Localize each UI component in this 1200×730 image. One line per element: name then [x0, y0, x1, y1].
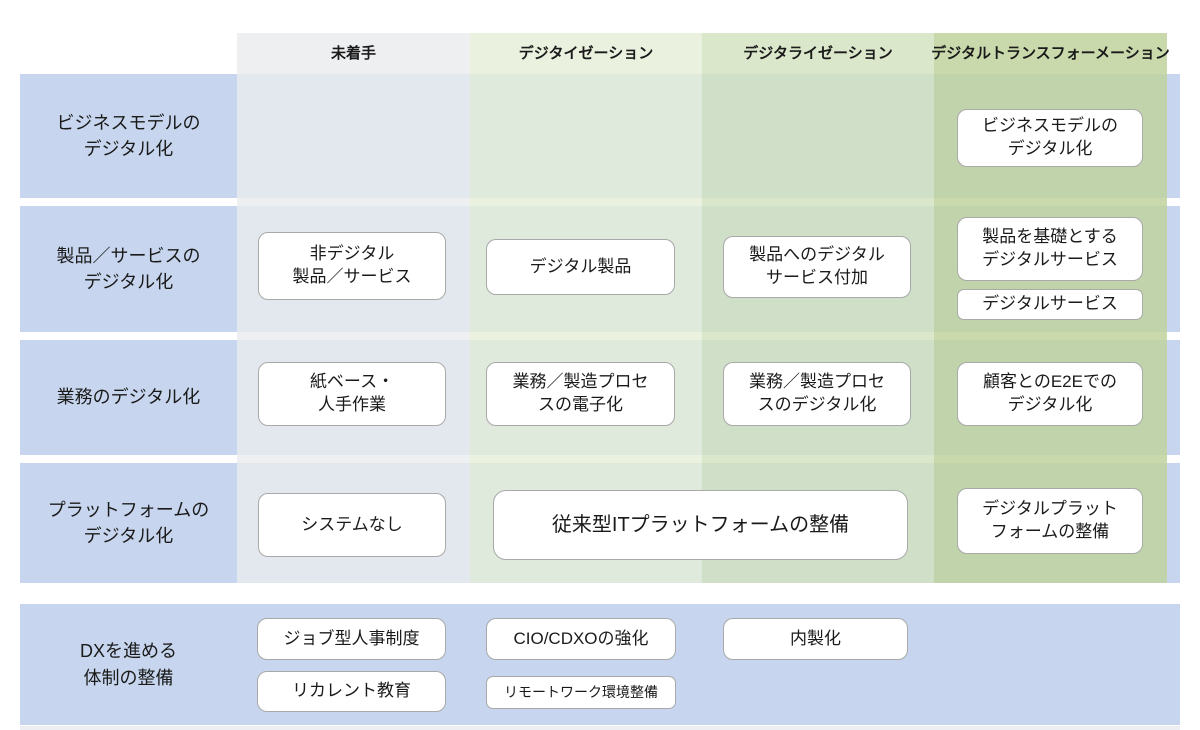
- cell-e2e-customer-digitalization: 顧客とのE2Eでの デジタル化: [957, 362, 1143, 426]
- cell-label: システムなし: [301, 514, 403, 534]
- cell-job-based-hr: ジョブ型人事制度: [257, 618, 446, 660]
- cell-label: ジョブ型人事制度: [283, 628, 420, 648]
- cell-digital-platform: デジタルプラット フォームの整備: [957, 488, 1143, 554]
- cell-label: ビジネスモデルの デジタル化: [982, 116, 1118, 158]
- cell-label: デジタルサービス: [982, 294, 1118, 314]
- row-header-product-service: 製品／サービスの デジタル化: [56, 245, 201, 292]
- cell-label: 顧客とのE2Eでの デジタル化: [983, 372, 1117, 414]
- cell-business-model-digitalization: ビジネスモデルの デジタル化: [957, 109, 1143, 167]
- cell-label: リモートワーク環境整備: [504, 684, 658, 701]
- row-header-platform: プラットフォームの デジタル化: [47, 499, 210, 546]
- cell-label: 業務／製造プロセ スの電子化: [512, 372, 649, 414]
- cell-remote-work-environment: リモートワーク環境整備: [486, 676, 676, 709]
- column-header-digitalization: デジタライゼーション: [743, 45, 893, 62]
- cell-product-based-digital-service: 製品を基礎とする デジタルサービス: [957, 217, 1143, 281]
- cell-no-system: システムなし: [258, 493, 446, 557]
- cell-label: デジタル製品: [529, 256, 632, 276]
- cell-digital-service: デジタルサービス: [957, 289, 1143, 320]
- cell-legacy-it-platform: 従来型ITプラットフォームの整備: [493, 490, 908, 560]
- cell-label: 非デジタル 製品／サービス: [292, 244, 412, 286]
- row-header-business-model: ビジネスモデルの デジタル化: [56, 112, 201, 159]
- cell-label: CIO/CDXOの強化: [513, 628, 649, 648]
- column-header-digital-transformation: デジタルトランスフォーメーション: [931, 45, 1170, 62]
- row-header-dx-organization: DXを進める 体制の整備: [79, 641, 177, 688]
- cell-insourcing: 内製化: [723, 618, 908, 660]
- cell-non-digital-products: 非デジタル 製品／サービス: [258, 232, 446, 300]
- cell-paper-manual-work: 紙ベース・ 人手作業: [258, 362, 446, 426]
- cell-digital-service-addon: 製品へのデジタル サービス付加: [723, 236, 911, 298]
- column-strip-untouched: [237, 33, 470, 583]
- column-header-digitization: デジタイゼーション: [518, 45, 654, 62]
- cell-cio-cdxo-strengthening: CIO/CDXOの強化: [486, 618, 676, 660]
- cell-label: デジタルプラット フォームの整備: [982, 499, 1118, 541]
- cell-label: 従来型ITプラットフォームの整備: [551, 513, 850, 536]
- cell-label: リカレント教育: [292, 681, 411, 701]
- cell-recurrent-education: リカレント教育: [257, 671, 446, 712]
- cell-label: 製品へのデジタル サービス付加: [749, 245, 885, 287]
- cell-label: 製品を基礎とする デジタルサービス: [982, 227, 1118, 269]
- bottom-cutoff-strip: [20, 726, 1180, 730]
- cell-label: 内製化: [790, 628, 841, 648]
- cell-process-digitalization: 業務／製造プロセ スのデジタル化: [723, 362, 911, 426]
- cell-process-computerization: 業務／製造プロセ スの電子化: [486, 362, 675, 426]
- cell-digital-products: デジタル製品: [486, 239, 675, 295]
- row-header-operations: 業務のデジタル化: [56, 387, 201, 408]
- cell-label: 業務／製造プロセ スのデジタル化: [749, 372, 885, 414]
- column-header-untouched: 未着手: [330, 45, 376, 62]
- cell-label: 紙ベース・ 人手作業: [309, 372, 395, 414]
